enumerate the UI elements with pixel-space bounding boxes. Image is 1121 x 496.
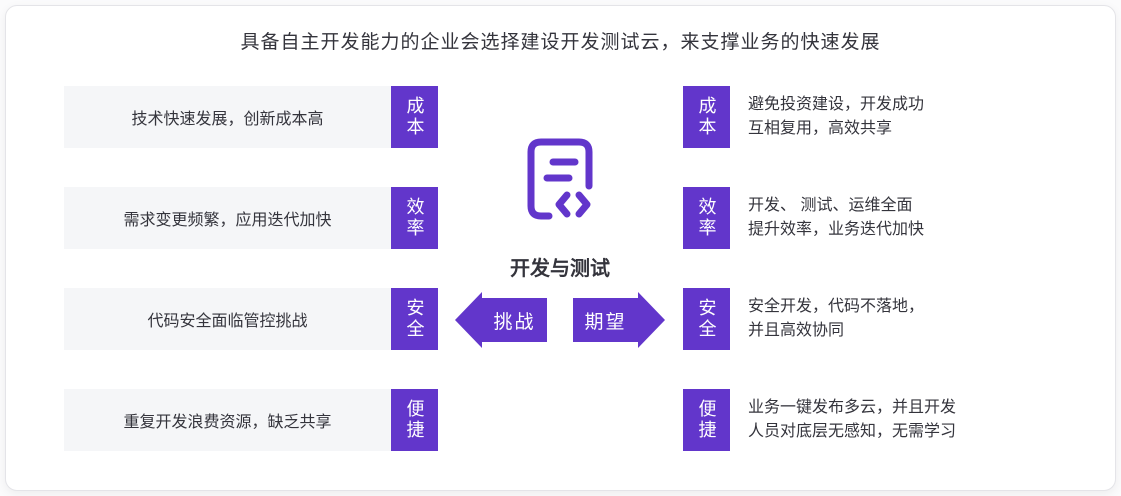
challenge-row-convenience: 重复开发浪费资源，缺乏共享 便捷 <box>64 389 438 451</box>
challenge-row-cost: 技术快速发展，创新成本高 成本 <box>64 86 438 148</box>
expectation-text: 安全开发，代码不落地， 并且高效协同 <box>748 295 924 343</box>
security-tag: 安全 <box>683 288 730 350</box>
expectation-row-security: 安全 安全开发，代码不落地， 并且高效协同 <box>683 288 924 350</box>
security-tag: 安全 <box>391 288 438 350</box>
cost-tag: 成本 <box>683 86 730 148</box>
cost-tag: 成本 <box>391 86 438 148</box>
expectation-line: 互相复用，高效共享 <box>748 120 893 137</box>
expectation-arrow-label: 期望 <box>573 298 638 342</box>
arrow-right-icon <box>638 292 665 348</box>
expectation-row-convenience: 便捷 业务一键发布多云，并且开发 人员对底层无感知，无需学习 <box>683 389 956 451</box>
expectation-line: 提升效率，业务迭代加快 <box>748 221 925 238</box>
expectation-text: 业务一键发布多云，并且开发 人员对底层无感知，无需学习 <box>748 396 956 444</box>
expectation-text: 避免投资建设，开发成功 互相复用，高效共享 <box>748 93 924 141</box>
expectation-line: 人员对底层无感知，无需学习 <box>748 423 957 440</box>
challenge-text: 技术快速发展，创新成本高 <box>64 86 391 148</box>
page-title: 具备自主开发能力的企业会选择建设开发测试云，来支撑业务的快速发展 <box>240 32 881 53</box>
challenge-arrow: 挑战 <box>455 292 547 348</box>
arrow-left-icon <box>455 292 482 348</box>
code-document-icon <box>521 134 599 230</box>
dev-test-cloud-infographic: 具备自主开发能力的企业会选择建设开发测试云，来支撑业务的快速发展 技术快速发展，… <box>5 5 1116 491</box>
expectation-line: 避免投资建设，开发成功 <box>748 96 925 113</box>
expectation-line: 开发、 测试、运维全面 <box>748 197 913 214</box>
expectation-row-efficiency: 效率 开发、 测试、运维全面 提升效率，业务迭代加快 <box>683 187 924 249</box>
expectation-arrow: 期望 <box>573 292 665 348</box>
expectation-line: 安全开发，代码不落地， <box>748 298 925 315</box>
challenge-row-efficiency: 需求变更频繁，应用迭代加快 效率 <box>64 187 438 249</box>
challenge-text: 需求变更频繁，应用迭代加快 <box>64 187 391 249</box>
efficiency-tag: 效率 <box>683 187 730 249</box>
expectation-line: 业务一键发布多云，并且开发 <box>748 399 957 416</box>
efficiency-tag: 效率 <box>391 187 438 249</box>
challenge-arrow-label: 挑战 <box>482 298 547 342</box>
center-label: 开发与测试 <box>510 258 610 280</box>
convenience-tag: 便捷 <box>683 389 730 451</box>
challenge-row-security: 代码安全面临管控挑战 安全 <box>64 288 438 350</box>
convenience-tag: 便捷 <box>391 389 438 451</box>
expectation-row-cost: 成本 避免投资建设，开发成功 互相复用，高效共享 <box>683 86 924 148</box>
expectation-line: 并且高效协同 <box>748 322 845 339</box>
expectation-text: 开发、 测试、运维全面 提升效率，业务迭代加快 <box>748 194 924 242</box>
challenge-text: 代码安全面临管控挑战 <box>64 288 391 350</box>
challenge-text: 重复开发浪费资源，缺乏共享 <box>64 389 391 451</box>
